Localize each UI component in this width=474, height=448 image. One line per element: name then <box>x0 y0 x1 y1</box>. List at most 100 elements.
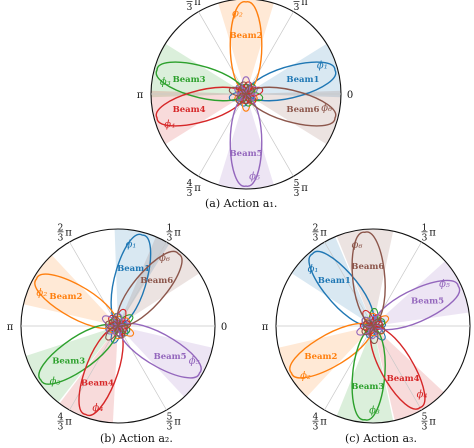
main-lobe <box>370 325 426 410</box>
phi-label: ϕ₅ <box>249 171 260 182</box>
caption-c: (c) Action a₃. <box>345 432 417 445</box>
svg-text:π: π <box>65 417 72 428</box>
beam-label: Beam4 <box>173 105 206 115</box>
phi-label: ϕ₃ <box>369 405 380 416</box>
main-lobe <box>245 86 337 127</box>
side-lobe <box>372 323 386 334</box>
beam-label: Beam2 <box>229 31 262 41</box>
beam-label: Beam1 <box>117 264 150 274</box>
side-lobe <box>245 85 258 96</box>
angle-label-zero: 0 <box>221 322 227 333</box>
phi-label: ϕ₃ <box>160 77 171 88</box>
beam-label: Beam5 <box>411 297 444 307</box>
side-lobe <box>242 93 252 104</box>
svg-text:5: 5 <box>422 413 428 423</box>
svg-text:2: 2 <box>58 223 64 233</box>
side-lobe <box>361 316 374 328</box>
polar-grid-line <box>69 241 119 327</box>
phi-label: ϕ₃ <box>50 377 61 388</box>
phi-label: ϕ₅ <box>189 356 200 367</box>
phi-label: ϕ₁ <box>126 240 137 251</box>
side-lobe <box>362 309 375 327</box>
angle-label-pi: π <box>262 322 269 333</box>
phi-label: ϕ₆ <box>352 240 363 251</box>
beam-sector <box>114 229 170 326</box>
main-lobe <box>34 273 119 329</box>
phi-label: ϕ₂ <box>232 9 243 20</box>
beam-sector <box>291 236 373 326</box>
beam-label: Beam4 <box>81 379 114 389</box>
beam-sector <box>336 229 394 326</box>
phi-label: ϕ₂ <box>300 371 311 382</box>
svg-text:π: π <box>429 227 436 238</box>
side-lobe <box>228 86 247 97</box>
beam-sector <box>218 0 274 94</box>
main-lobe <box>245 61 337 102</box>
phi-label: ϕ₅ <box>439 279 450 290</box>
angle-label-pi: π <box>137 90 144 101</box>
beam-label: Beam2 <box>49 292 82 302</box>
svg-text:5: 5 <box>167 413 173 423</box>
phi-label: ϕ₁ <box>308 264 319 275</box>
svg-text:4: 4 <box>313 413 319 423</box>
main-lobe <box>116 250 183 327</box>
main-lobe <box>351 231 386 327</box>
svg-text:4: 4 <box>58 413 64 423</box>
beam-sector <box>373 326 444 421</box>
side-lobe <box>363 319 374 329</box>
svg-text:π: π <box>429 417 436 428</box>
svg-text:3: 3 <box>167 233 173 243</box>
beam-label: Beam3 <box>351 382 384 392</box>
svg-text:4: 4 <box>187 179 193 189</box>
polar-grid-line <box>372 241 422 327</box>
side-lobe <box>367 325 377 340</box>
panel-c: Beam1ϕ₁Beam2ϕ₂Beam3ϕ₃Beam4ϕ₄Beam5ϕ₅Beam6… <box>262 223 471 433</box>
beam-label: Beam4 <box>387 374 420 384</box>
angle-label-zero: 0 <box>347 90 353 101</box>
beam-label: Beam5 <box>229 149 262 159</box>
beam-label: Beam5 <box>154 352 187 362</box>
svg-text:3: 3 <box>167 423 173 433</box>
svg-text:3: 3 <box>294 189 300 199</box>
beam-sector <box>151 90 246 145</box>
beam-sector <box>23 255 118 326</box>
beam-sector <box>118 326 213 397</box>
beam-sector <box>373 261 470 326</box>
side-lobe <box>117 322 129 332</box>
svg-text:5: 5 <box>294 179 300 189</box>
svg-text:π: π <box>301 0 308 8</box>
angle-label-1-3-pi: 13π <box>293 0 308 13</box>
polar-grid-line <box>324 241 374 327</box>
angle-label-2-3-pi: 23π <box>186 0 201 13</box>
side-lobe <box>105 325 120 341</box>
polar-grid-line <box>245 11 294 95</box>
beam-sector <box>25 326 119 403</box>
main-lobe <box>38 323 119 385</box>
main-lobe <box>78 325 124 417</box>
polar-grid-line <box>198 93 247 177</box>
svg-text:π: π <box>194 183 201 194</box>
angle-label-pi: π <box>7 322 14 333</box>
beam-sector <box>278 326 373 397</box>
phi-label: ϕ₄ <box>417 390 428 401</box>
svg-text:3: 3 <box>422 423 428 433</box>
side-lobe <box>235 92 248 105</box>
side-lobe <box>372 318 383 329</box>
panel-a: Beam1ϕ₁Beam2ϕ₂Beam3ϕ₃Beam4ϕ₄Beam5ϕ₅Beam6… <box>137 0 353 199</box>
beam-label: Beam1 <box>318 276 351 286</box>
main-lobe <box>229 1 263 95</box>
beam-sector <box>59 326 118 423</box>
caption-a: (a) Action a₁. <box>205 197 278 210</box>
